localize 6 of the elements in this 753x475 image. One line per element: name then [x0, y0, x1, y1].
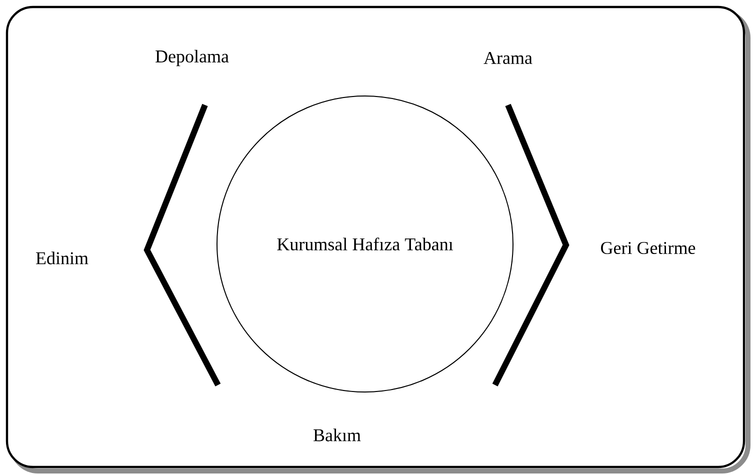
label: Edinim: [36, 252, 88, 264]
label: Geri Getirme: [601, 242, 696, 254]
label: Arama: [484, 52, 532, 64]
label: Depolama: [156, 50, 229, 66]
circle-node: Kurumsal Hafıza Tabanı: [216, 96, 514, 392]
label: Bakım: [314, 428, 361, 442]
